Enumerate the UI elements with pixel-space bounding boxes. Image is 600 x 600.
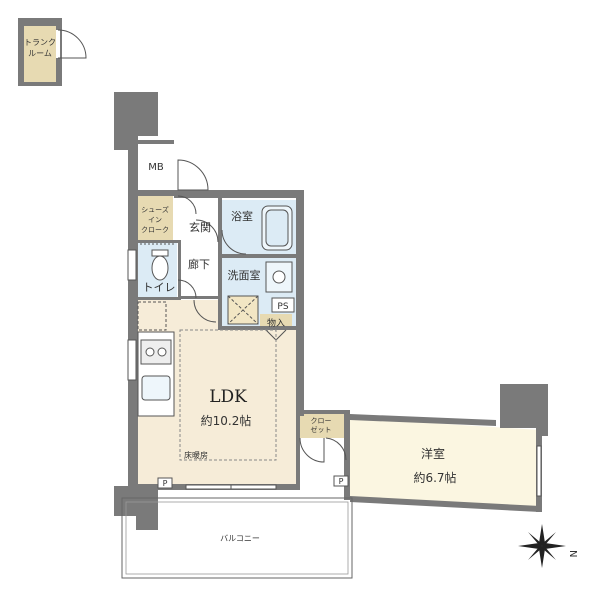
compass-n-label: N xyxy=(567,550,578,557)
balcony-label: バルコニー xyxy=(220,534,260,543)
closet-label-1: クロー xyxy=(311,417,332,425)
balcony xyxy=(121,497,353,579)
doors xyxy=(177,159,347,463)
ldk-size-label: 約10.2帖 xyxy=(201,413,252,428)
trunk-room-label-1: トランク xyxy=(24,38,56,47)
shoes-closet-label-1: シューズ xyxy=(141,205,169,214)
floor-heating-area xyxy=(179,329,277,461)
closet-label-2: ゼット xyxy=(311,425,332,434)
fixtures xyxy=(137,205,349,489)
mb-label: MB xyxy=(148,162,164,173)
hallway-label: 廊下 xyxy=(188,257,210,271)
western-room-size-label: 約6.7帖 xyxy=(413,470,456,485)
floor-fills xyxy=(136,196,540,508)
ldk-label: LDK xyxy=(209,387,247,407)
p-marker-right: P xyxy=(339,477,344,486)
ps-label: PS xyxy=(277,302,288,312)
trunk-room-label-2: ルーム xyxy=(28,49,52,58)
shoes-closet-label-2: イン xyxy=(148,216,162,224)
washroom-label: 洗面室 xyxy=(228,268,261,282)
trunk-room: トランク ルーム xyxy=(18,18,87,86)
entrance-label: 玄関 xyxy=(189,220,211,234)
shoes-closet-label-3: クローク xyxy=(141,226,169,234)
room-labels: MB シューズ イン クローク 玄関 浴室 廊下 洗面室 トイレ PS 物入 L… xyxy=(141,162,457,543)
windows xyxy=(127,249,542,497)
compass-icon: N xyxy=(518,524,578,568)
p-marker-left: P xyxy=(163,479,168,488)
bathroom-label: 浴室 xyxy=(231,209,253,223)
western-room-label: 洋室 xyxy=(421,446,445,461)
floor-heating-label: 床暖房 xyxy=(184,450,208,460)
toilet-label: トイレ xyxy=(143,281,176,294)
storage-label: 物入 xyxy=(267,317,285,329)
